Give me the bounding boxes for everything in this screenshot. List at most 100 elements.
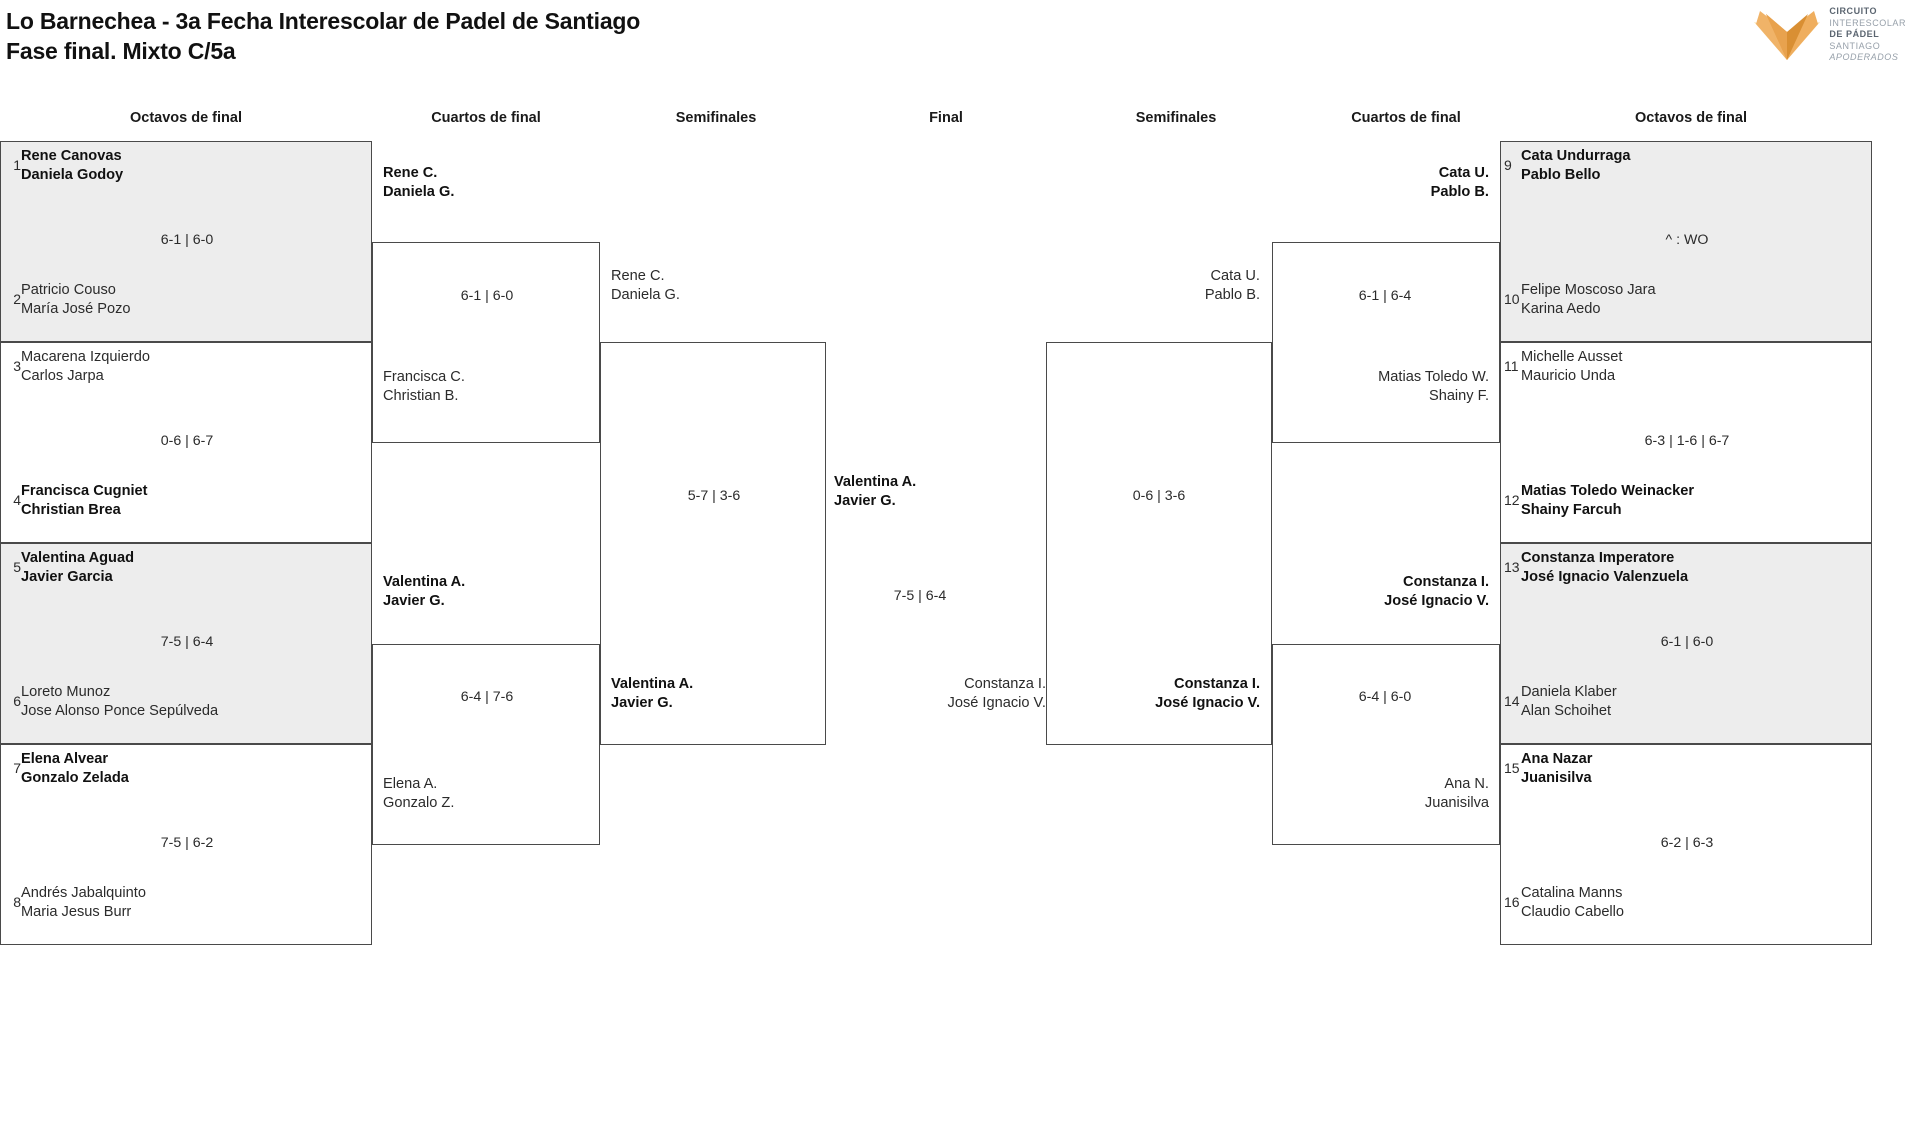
left-entry-seed-1[interactable]: 1 Rene Canovas Daniela Godoy	[2, 147, 370, 185]
right-r16-match-1[interactable]	[1500, 141, 1872, 342]
player-1: Francisca Cugniet	[21, 483, 148, 499]
right-entry-seed-9[interactable]: 9 Cata Undurraga Pablo Bello	[1502, 147, 1870, 185]
right-entry-seed-13[interactable]: 13 Constanza Imperatore José Ignacio Val…	[1502, 549, 1870, 587]
team-names: Felipe Moscoso Jara Karina Aedo	[1521, 281, 1656, 319]
player-1: Valentina A.	[611, 676, 694, 692]
right-entry-seed-15[interactable]: 15 Ana Nazar Juanisilva	[1502, 750, 1870, 788]
logo-line-circuito: CIRCUITO	[1829, 6, 1878, 16]
right-qf-match-2[interactable]	[1272, 644, 1500, 845]
round-label-left-sf: Semifinales	[675, 110, 757, 126]
left-r16-match-2[interactable]	[0, 342, 372, 543]
right-entry-seed-11[interactable]: 11 Michelle Ausset Mauricio Unda	[1502, 348, 1870, 386]
left-sf-match[interactable]	[600, 342, 826, 745]
player-1: Elena Alvear	[21, 751, 109, 767]
player-2: Christian B.	[383, 388, 459, 404]
logo-line-interescolar: INTERESCOLAR	[1829, 17, 1906, 28]
player-1: Matias Toledo W.	[1378, 369, 1489, 385]
right-r16-match-3[interactable]	[1500, 543, 1872, 744]
right-qf-score-2: 6-4 | 6-0	[1358, 689, 1412, 705]
player-2: Pablo B.	[1204, 287, 1260, 303]
final-score: 7-5 | 6-4	[893, 588, 947, 604]
player-2: Karina Aedo	[1521, 301, 1601, 317]
player-2: Carlos Jarpa	[21, 368, 104, 384]
player-1: Macarena Izquierdo	[21, 349, 150, 365]
right-sf-team-1[interactable]: Cata U. Pablo B.	[1000, 267, 1260, 305]
player-2: Daniela G.	[611, 287, 680, 303]
final-team-bottom[interactable]: Constanza I. José Ignacio V.	[760, 675, 1046, 713]
left-sf-score: 5-7 | 3-6	[687, 488, 741, 504]
left-entry-seed-3[interactable]: 3 Macarena Izquierdo Carlos Jarpa	[2, 348, 370, 386]
player-2: Pablo Bello	[1521, 167, 1601, 183]
seed-number: 2	[13, 291, 21, 307]
left-qf-team-1[interactable]: Rene C. Daniela G.	[383, 164, 454, 202]
left-r16-score-4: 7-5 | 6-2	[160, 835, 214, 851]
player-1: Cata U.	[1438, 165, 1489, 181]
right-r16-match-2[interactable]	[1500, 342, 1872, 543]
left-entry-seed-2[interactable]: 2 Patricio Couso María José Pozo	[2, 281, 370, 319]
right-sf-match[interactable]	[1046, 342, 1272, 745]
team-names: Macarena Izquierdo Carlos Jarpa	[21, 348, 150, 386]
right-qf-match-1[interactable]	[1272, 242, 1500, 443]
right-r16-match-4[interactable]	[1500, 744, 1872, 945]
player-1: Patricio Couso	[21, 282, 116, 298]
team-names: Daniela Klaber Alan Schoihet	[1521, 683, 1617, 721]
player-2: Juanisilva	[1521, 770, 1592, 786]
player-1: Constanza I.	[1174, 676, 1260, 692]
seed-number: 11	[1504, 358, 1519, 374]
seed-number: 13	[1504, 559, 1520, 575]
team-names: Cata Undurraga Pablo Bello	[1521, 147, 1630, 185]
left-qf-team-3[interactable]: Valentina A. Javier G.	[383, 573, 465, 611]
left-r16-match-1[interactable]	[0, 141, 372, 342]
right-entry-seed-10[interactable]: 10 Felipe Moscoso Jara Karina Aedo	[1502, 281, 1870, 319]
right-qf-team-1[interactable]: Cata U. Pablo B.	[1230, 164, 1489, 202]
final-team-top[interactable]: Valentina A. Javier G.	[834, 473, 916, 511]
round-label-right-qf: Cuartos de final	[1351, 110, 1461, 126]
player-2: Daniela Godoy	[21, 167, 124, 183]
player-1: Rene Canovas	[21, 148, 122, 164]
right-entry-seed-12[interactable]: 12 Matias Toledo Weinacker Shainy Farcuh	[1502, 482, 1870, 520]
player-2: Javier Garcia	[21, 569, 113, 585]
left-qf-match-1[interactable]	[372, 242, 600, 443]
logo-wordmark: CIRCUITO INTERESCOLAR DE PÁDEL SANTIAGO …	[1829, 6, 1906, 64]
logo-line-santiago: SANTIAGO	[1829, 40, 1881, 51]
left-entry-seed-8[interactable]: 8 Andrés Jabalquinto Maria Jesus Burr	[2, 884, 370, 922]
title-line-1: Lo Barnechea - 3a Fecha Interescolar de …	[6, 8, 641, 34]
left-entry-seed-5[interactable]: 5 Valentina Aguad Javier Garcia	[2, 549, 370, 587]
round-label-final: Final	[929, 110, 963, 126]
right-qf-team-2[interactable]: Matias Toledo W. Shainy F.	[1230, 368, 1489, 406]
left-sf-team-1[interactable]: Rene C. Daniela G.	[611, 267, 680, 305]
round-label-right-sf: Semifinales	[1135, 110, 1217, 126]
player-1: Valentina A.	[834, 474, 917, 490]
right-entry-seed-16[interactable]: 16 Catalina Manns Claudio Cabello	[1502, 884, 1870, 922]
left-sf-team-2[interactable]: Valentina A. Javier G.	[611, 675, 693, 713]
team-names: Patricio Couso María José Pozo	[21, 281, 131, 319]
title-line-2: Fase final. Mixto C/5a	[6, 38, 236, 64]
left-r16-match-4[interactable]	[0, 744, 372, 945]
player-2: José Ignacio V.	[1155, 695, 1260, 711]
right-r16-score-3: 6-1 | 6-0	[1660, 634, 1714, 650]
left-entry-seed-6[interactable]: 6 Loreto Munoz Jose Alonso Ponce Sepúlve…	[2, 683, 370, 721]
team-names: Valentina Aguad Javier Garcia	[21, 549, 134, 587]
player-2: José Ignacio V.	[947, 695, 1046, 711]
player-1: Valentina Aguad	[21, 550, 134, 566]
right-entry-seed-14[interactable]: 14 Daniela Klaber Alan Schoihet	[1502, 683, 1870, 721]
right-sf-team-2[interactable]: Constanza I. José Ignacio V.	[1000, 675, 1260, 713]
player-2: Gonzalo Zelada	[21, 770, 129, 786]
left-entry-seed-7[interactable]: 7 Elena Alvear Gonzalo Zelada	[2, 750, 370, 788]
right-r16-score-1: ^ : WO	[1665, 232, 1709, 248]
player-2: José Ignacio V.	[1384, 593, 1489, 609]
player-2: Shainy Farcuh	[1521, 502, 1622, 518]
team-names: Michelle Ausset Mauricio Unda	[1521, 348, 1622, 386]
left-qf-team-2[interactable]: Francisca C. Christian B.	[383, 368, 465, 406]
left-qf-team-4[interactable]: Elena A. Gonzalo Z.	[383, 775, 454, 813]
right-qf-team-3[interactable]: Constanza I. José Ignacio V.	[1230, 573, 1489, 611]
left-entry-seed-4[interactable]: 4 Francisca Cugniet Christian Brea	[2, 482, 370, 520]
brand-logo: CIRCUITO INTERESCOLAR DE PÁDEL SANTIAGO …	[1754, 6, 1906, 64]
left-r16-match-3[interactable]	[0, 543, 372, 744]
player-1: Andrés Jabalquinto	[21, 885, 146, 901]
right-qf-team-4[interactable]: Ana N. Juanisilva	[1230, 775, 1489, 813]
seed-number: 5	[13, 559, 21, 575]
left-qf-match-2[interactable]	[372, 644, 600, 845]
seed-number: 7	[13, 760, 21, 776]
